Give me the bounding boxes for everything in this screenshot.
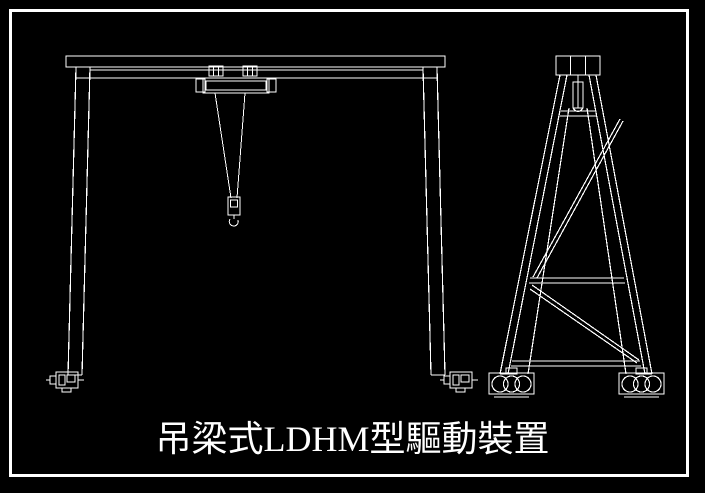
hoist-rope-reeving — [214, 92, 246, 199]
trolley-hoist-unit — [195, 77, 277, 94]
left-gantry-leg — [67, 66, 91, 376]
right-travel-bogie — [618, 367, 665, 398]
drawing-caption: 吊梁式LDHM型驅動裝置 — [0, 408, 705, 470]
drawing-title-text: 吊梁式LDHM型驅動裝置 — [155, 419, 550, 459]
end-view-hoist-body — [572, 75, 584, 113]
left-aframe-leg — [499, 74, 568, 375]
hook-block — [227, 196, 241, 227]
right-drive-unit — [440, 371, 478, 393]
mid-horizontal-brace — [529, 277, 625, 284]
right-gantry-leg — [422, 66, 446, 376]
main-girder-upper — [65, 55, 446, 68]
left-drive-unit — [46, 371, 84, 393]
upper-horizontal-brace — [560, 110, 597, 117]
aframe-inner-web-members — [527, 107, 627, 375]
lower-diagonal-brace — [529, 284, 640, 364]
right-aframe-leg — [588, 74, 653, 375]
apex-trolley-box — [555, 55, 601, 76]
lower-horizontal-brace — [511, 360, 641, 367]
trolley-wheel-sets — [208, 65, 258, 77]
upper-diagonal-brace — [532, 118, 624, 279]
left-travel-bogie — [488, 367, 535, 398]
